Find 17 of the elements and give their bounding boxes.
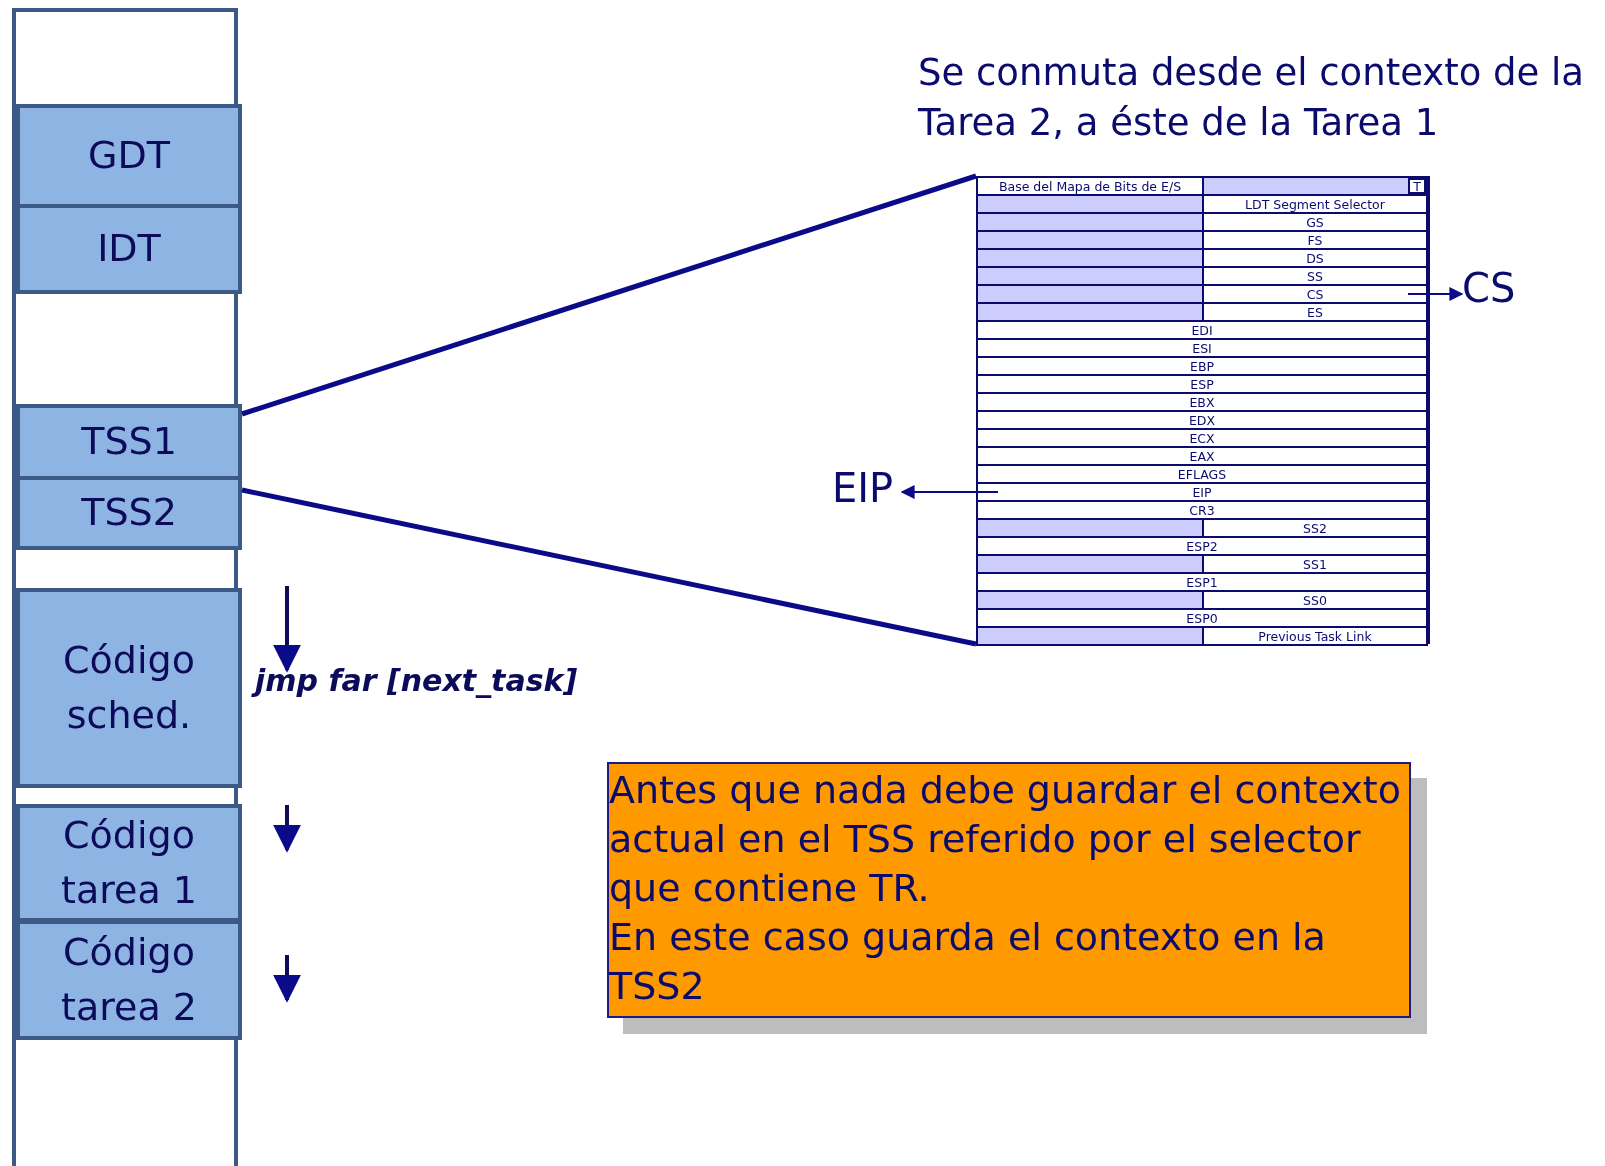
- reserved-field: [976, 626, 1204, 646]
- tss-table: [976, 176, 1430, 644]
- arrow: [900, 485, 999, 499]
- title: Se conmuta desde el contexto de la Tarea 2, a éste de la Tarea 1: [918, 50, 1586, 146]
- register-field: Previous Task Link: [1202, 626, 1428, 646]
- memory-segment: Código sched.: [16, 588, 242, 788]
- flag-field: T: [1408, 178, 1426, 194]
- reserved-field: [1202, 176, 1428, 196]
- register-name: CS: [1462, 262, 1532, 314]
- note-text: En este caso guarda el contexto en la TSS2: [609, 914, 1327, 1010]
- memory-segment: Código tarea 2: [16, 920, 242, 1040]
- zoom-line: [241, 487, 977, 647]
- register-name: EIP: [832, 462, 902, 514]
- note-text: Antes que nada debe guardar el contexto actual en el TSS referido por el selector que contiene TR.: [609, 767, 1402, 912]
- zoom-line: [241, 173, 977, 417]
- arrow: [1407, 287, 1464, 301]
- memory-segment: Código tarea 1: [16, 804, 242, 922]
